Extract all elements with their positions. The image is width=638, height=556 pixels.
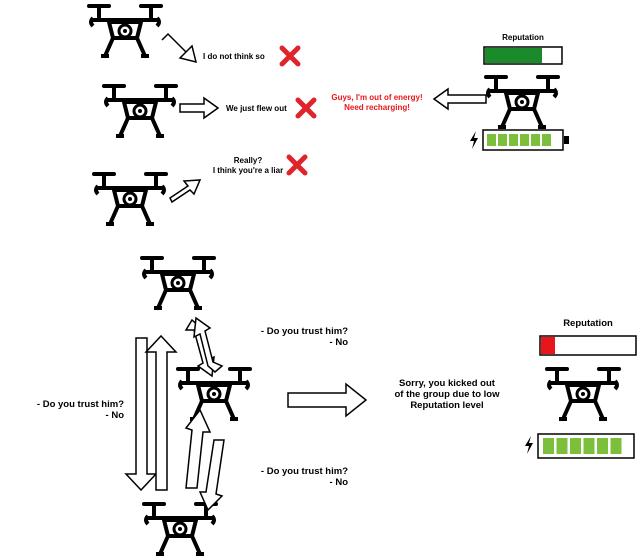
reputation-label: Reputation [540, 318, 636, 329]
battery-cell [542, 134, 551, 146]
reputation-label: Reputation [484, 33, 562, 43]
trust-question-left: - Do you trust him? - No [10, 399, 124, 421]
battery-cell [531, 134, 540, 146]
drone-icon [140, 256, 216, 308]
battery-cell [520, 134, 529, 146]
battery-cell [597, 438, 608, 454]
drone-icon [545, 367, 621, 419]
battery-cell [487, 134, 496, 146]
drone-icon [484, 75, 560, 127]
arrow-icon [146, 336, 176, 490]
reputation-bar-fill [541, 337, 555, 354]
battery-cell [498, 134, 507, 146]
battery-cell [584, 438, 595, 454]
arrow-icon [200, 440, 224, 510]
drone-icon [102, 84, 178, 136]
arrow-icon [162, 34, 196, 62]
cross-icon [298, 100, 314, 116]
trust-question-lower: - Do you trust him? - No [236, 466, 348, 488]
lightning-icon [470, 131, 478, 149]
arrow-icon [288, 384, 366, 416]
battery-icon [538, 434, 634, 458]
arrow-icon [180, 98, 218, 118]
reply-text-1: I do not think so [203, 52, 265, 62]
claim-text: Guys, I'm out of energy! Need recharging… [322, 93, 432, 113]
drone-icon [87, 4, 163, 56]
reply-text-3: Really? I think you're a liar [202, 156, 294, 176]
cross-icon [282, 48, 298, 64]
arrow-icon [126, 338, 156, 490]
battery-cell [570, 438, 581, 454]
lightning-icon [525, 436, 533, 454]
arrow-icon [186, 410, 210, 488]
drone-icon [176, 367, 252, 419]
battery-cell [543, 438, 554, 454]
battery-cell [611, 438, 622, 454]
arrow-icon [434, 89, 486, 109]
battery-cell [509, 134, 518, 146]
reply-text-2: We just flew out [226, 104, 287, 114]
battery-cell [557, 438, 568, 454]
trust-question-upper: - Do you trust him? - No [236, 326, 348, 348]
result-text: Sorry, you kicked out of the group due t… [378, 378, 516, 411]
reputation-bar-fill [485, 48, 542, 63]
drone-icon [142, 502, 218, 554]
drone-icon [92, 172, 168, 224]
arrow-icon [170, 180, 200, 202]
battery-icon [483, 130, 569, 150]
